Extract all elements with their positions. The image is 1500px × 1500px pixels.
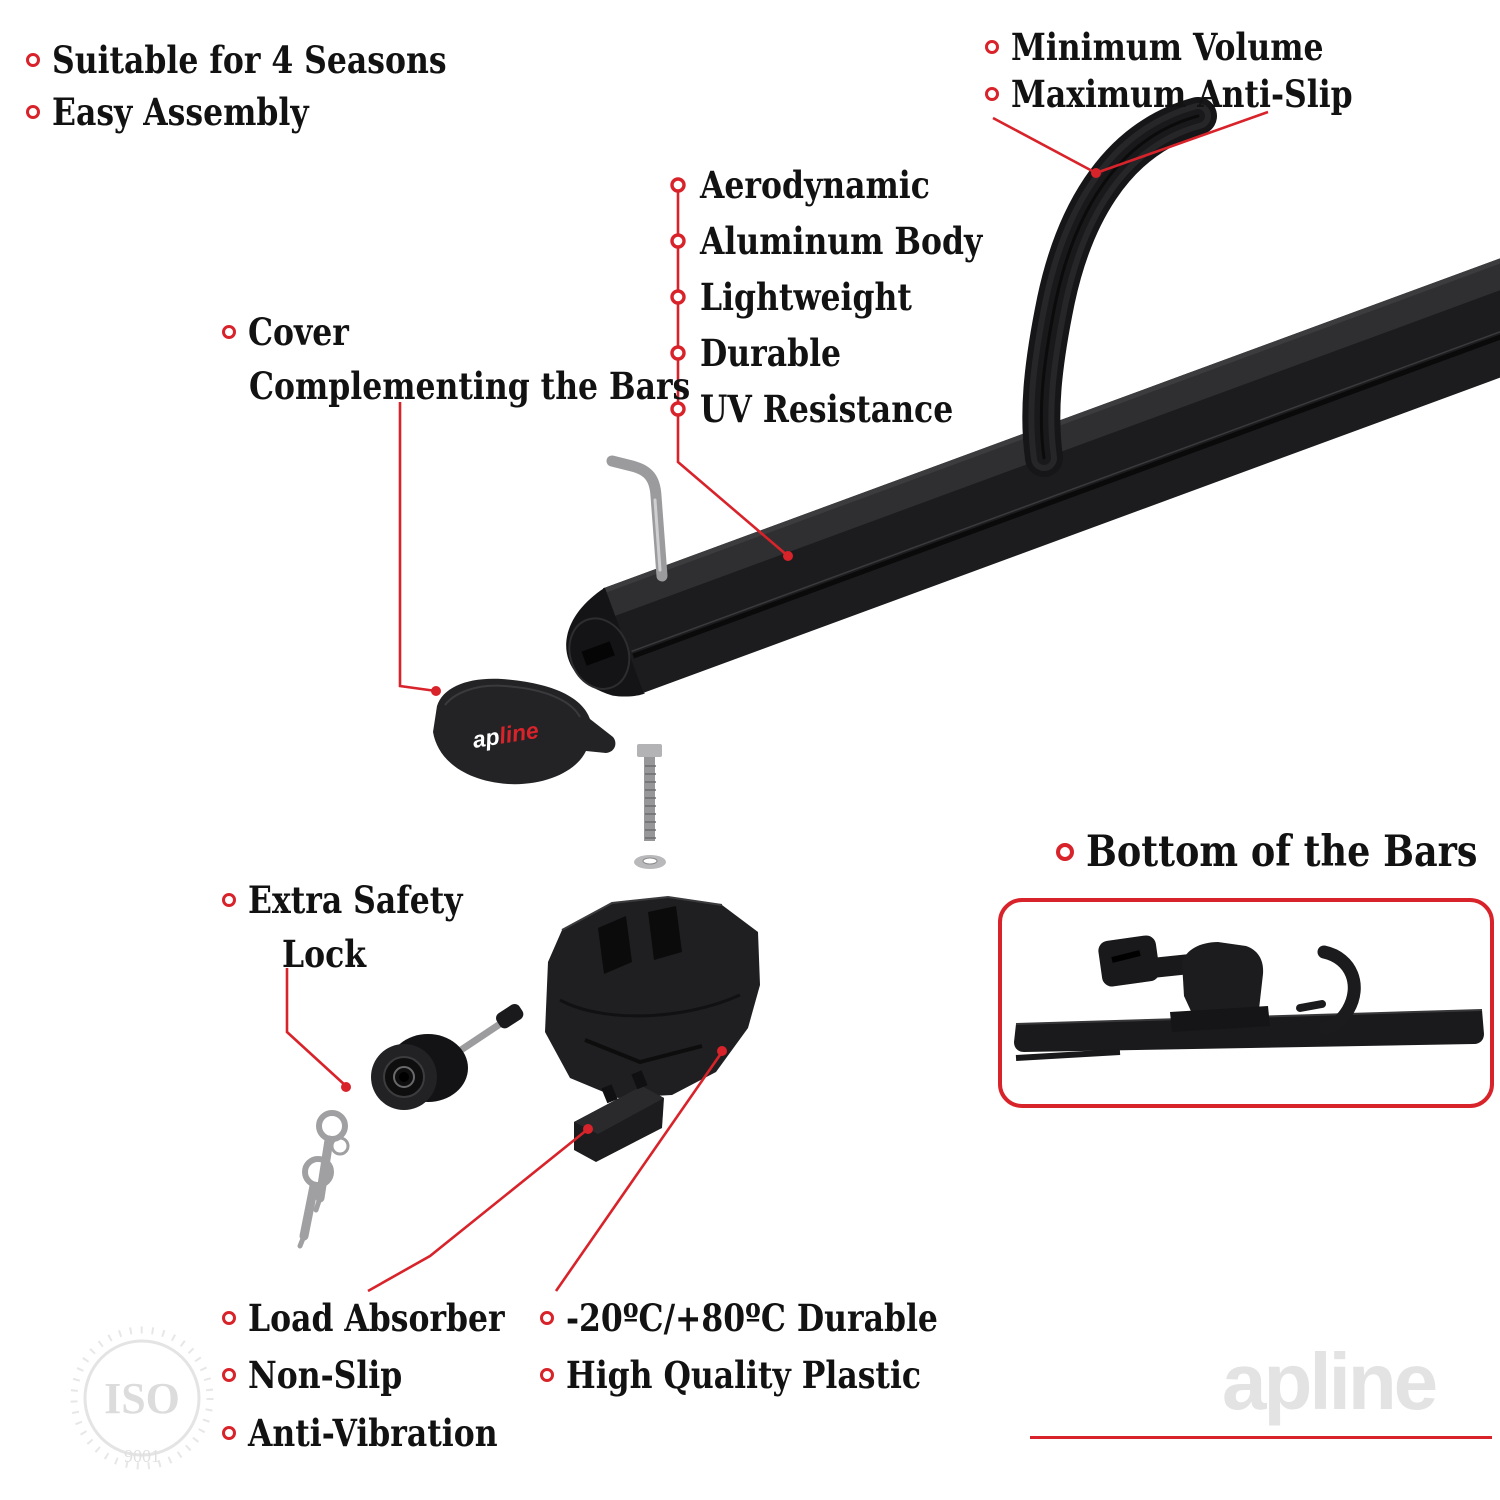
callout-anti-vibration: Anti-Vibration [222, 1411, 542, 1455]
callout-anti-slip: Maximum Anti-Slip [985, 72, 1413, 116]
callout-min-volume: Minimum Volume [985, 25, 1379, 69]
callout-label: Lock [282, 932, 367, 976]
callout-label: Load Absorber [248, 1296, 505, 1340]
cover-logo: apline [471, 717, 541, 753]
iso-number: 9001 [124, 1446, 160, 1466]
load-absorber-pad [574, 1070, 664, 1162]
bullet-icon [985, 40, 999, 54]
callout-cover: Cover [222, 310, 367, 354]
feature-label: Lightweight [700, 275, 912, 319]
allen-key [606, 455, 668, 582]
feature-label: Durable [700, 331, 842, 375]
callout-label: Complementing the Bars [249, 364, 691, 408]
brand-watermark-line [1030, 1436, 1492, 1439]
feature-label: Aluminum Body [700, 219, 983, 263]
bullet-icon [222, 1426, 236, 1440]
line-features [676, 185, 789, 557]
feature-durable: Durable [700, 331, 866, 375]
line-cover [398, 402, 437, 693]
iso-label: ISO [104, 1374, 180, 1423]
callout-bottom-bars: Bottom of the Bars [1056, 830, 1500, 874]
washer [634, 855, 666, 869]
rubber-strip [1022, 97, 1217, 477]
bullet-icon [540, 1311, 554, 1325]
callout-load-absorber: Load Absorber [222, 1296, 550, 1340]
callout-lines [285, 110, 1269, 1293]
callout-dots [341, 168, 1101, 1134]
safety-lock [371, 1003, 524, 1110]
callout-non-slip: Non-Slip [222, 1353, 429, 1397]
callout-assembly: Easy Assembly [26, 90, 354, 134]
feature-aerodynamic: Aerodynamic [700, 163, 970, 207]
line-lock [285, 968, 347, 1087]
feature-lightweight: Lightweight [700, 275, 949, 319]
callout-label: Non-Slip [248, 1353, 403, 1397]
feature-uv: UV Resistance [700, 387, 998, 431]
bottom-bars-inset [998, 898, 1494, 1108]
callout-label: Easy Assembly [52, 90, 309, 134]
line-durable [554, 1051, 724, 1292]
cross-bar [566, 208, 1500, 697]
line-load-absorber [367, 1127, 589, 1293]
feature-label: UV Resistance [700, 387, 954, 431]
bullet-icon [540, 1368, 554, 1382]
foot-clamp [545, 895, 760, 1098]
bullet-icon [26, 105, 40, 119]
callout-label: Minimum Volume [1011, 25, 1324, 69]
bullet-icon [222, 325, 236, 339]
iso-badge: ISO 9001 [70, 1326, 214, 1470]
callout-cover-line2: Complementing the Bars [249, 364, 768, 408]
line-min-volume [992, 116, 1097, 175]
bullet-icon [222, 1368, 236, 1382]
callout-lock-line2: Lock [282, 932, 381, 976]
callout-label: Bottom of the Bars [1086, 827, 1478, 877]
callout-quality-plastic: High Quality Plastic [540, 1353, 984, 1397]
screw [637, 744, 662, 841]
callout-label: Cover [248, 310, 349, 354]
callout-label: Maximum Anti-Slip [1011, 72, 1353, 116]
callout-label: Anti-Vibration [248, 1411, 498, 1455]
bullet-icon [222, 1311, 236, 1325]
cover-piece: apline [433, 678, 616, 785]
callout-label: Suitable for 4 Seasons [52, 38, 447, 82]
feature-aluminum: Aluminum Body [700, 219, 1032, 263]
bullet-icon [985, 87, 999, 101]
callout-extra-safety: Extra Safety [222, 878, 500, 922]
brand-watermark: apline [1222, 1337, 1438, 1426]
callout-label: High Quality Plastic [566, 1353, 922, 1397]
callout-label: Extra Safety [248, 878, 463, 922]
bar-end-cap [566, 587, 645, 697]
callout-temp-durable: -20ºC/+80ºC Durable [540, 1296, 1004, 1340]
bullet-icon [222, 893, 236, 907]
bullet-icon [1056, 843, 1074, 861]
keys [297, 1110, 350, 1249]
callout-label: -20ºC/+80ºC Durable [566, 1296, 938, 1340]
feature-label: Aerodynamic [700, 163, 930, 207]
feature-bullets [670, 177, 686, 417]
callout-seasons: Suitable for 4 Seasons [26, 38, 516, 82]
bullet-icon [26, 53, 40, 67]
line-anti-slip [1095, 110, 1269, 175]
